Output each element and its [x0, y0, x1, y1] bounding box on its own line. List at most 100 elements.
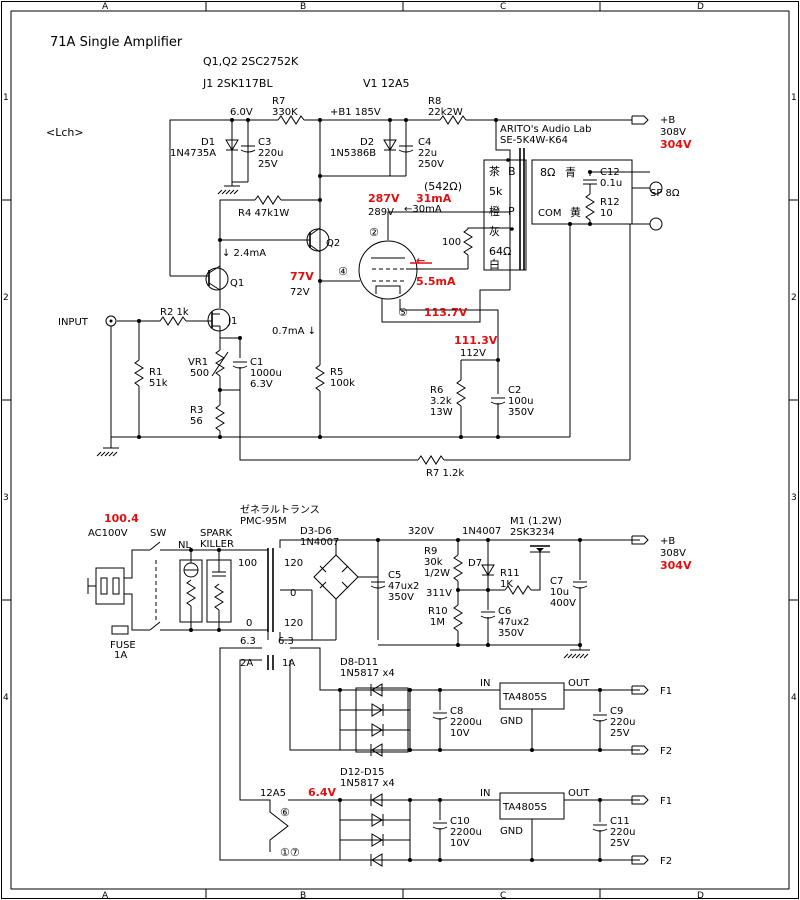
label-6v: 6.0V	[230, 107, 253, 118]
label-pin-6: ⑥	[280, 806, 290, 819]
label-r1: R1	[149, 367, 162, 378]
label-r3-value: 56	[190, 416, 203, 427]
channel-label: <Lch>	[46, 126, 84, 139]
row-label-1-right: 1	[791, 93, 797, 103]
row-label-3-right: 3	[791, 493, 797, 503]
label-c12-value: 0.1u	[600, 178, 622, 189]
label-m1: M1 (1.2W)	[510, 516, 562, 527]
label-d2: D2	[360, 137, 374, 148]
label-c6-volt: 350V	[498, 628, 524, 639]
label-c4-cap: 22u	[418, 148, 437, 159]
label-c7: C7	[550, 576, 563, 587]
label-77v: 77V	[290, 270, 314, 283]
label-308v-psu: 308V	[660, 548, 686, 559]
label-r1-value: 51k	[149, 378, 168, 389]
row-label-2: 2	[3, 293, 9, 303]
jfet-note: J1 2SK117BL	[202, 77, 273, 90]
label-pin-4: ④	[338, 265, 348, 278]
label-opt-5k: 5k	[489, 185, 503, 198]
label-reg1-gnd: GND	[500, 716, 523, 727]
label-c12: C12	[600, 167, 620, 178]
label-speaker: SP 8Ω	[650, 188, 680, 199]
row-label-1: 1	[3, 93, 9, 103]
label-c2: C2	[508, 385, 521, 396]
label-f1-bottom: F1	[660, 796, 672, 807]
label-r8-value: 22k2W	[428, 107, 463, 118]
label-c2-cap: 100u	[508, 396, 533, 407]
label-r7-feedback: R7 1.2k	[426, 468, 464, 479]
label-d12-d15: D12-D15	[340, 767, 384, 778]
label-c11: C11	[610, 816, 630, 827]
label-r2: R2 1k	[160, 307, 189, 318]
label-542-ohm: (542Ω)	[424, 180, 462, 193]
row-label-4: 4	[3, 693, 9, 703]
label-289v: 289V	[368, 207, 394, 218]
label-screen-100: 100	[442, 237, 461, 248]
label-transformer-model: PMC-95M	[240, 516, 287, 527]
label-c8-cap: 2200u	[450, 717, 482, 728]
label-d8-d11: D8-D11	[340, 657, 378, 668]
label-c9-volt: 25V	[610, 728, 630, 739]
row-label-3: 3	[3, 493, 9, 503]
label-plus-b-top: +B	[660, 115, 675, 126]
label-c7-cap: 10u	[550, 587, 569, 598]
label-opt-model: SE-5K4W-K64	[500, 135, 568, 146]
label-sw: SW	[150, 528, 166, 539]
label-heater-6-3-left: 6.3	[240, 636, 256, 647]
label-r10: R10	[428, 606, 448, 617]
label-q1: Q1	[230, 278, 244, 289]
label-c10-cap: 2200u	[450, 827, 482, 838]
label-c5: C5	[388, 570, 401, 581]
label-c4: C4	[418, 137, 431, 148]
label-c1-cap: 1000u	[250, 368, 282, 379]
label-heater-1a: 1A	[282, 658, 295, 669]
label-c9: C9	[610, 706, 623, 717]
label-fuse: FUSE	[110, 640, 136, 651]
row-label-2-right: 2	[791, 293, 797, 303]
label-secondary-120-bottom: 120	[284, 618, 303, 629]
label-opt-maker: ARITO's Audio Lab	[500, 124, 592, 135]
col-label-d-bottom: D	[697, 891, 704, 900]
label-vr1-value: 500	[190, 368, 209, 379]
label-heater-6-3-right: 6.3	[278, 636, 294, 647]
label-d8-d11-value: 1N5817 x4	[340, 668, 395, 679]
label-c9-cap: 220u	[610, 717, 635, 728]
label-f2-bottom: F2	[660, 856, 672, 867]
label-red-arrow: ←	[416, 254, 425, 267]
label-spark: SPARK	[200, 528, 233, 539]
label-c3-volt: 25V	[258, 159, 278, 170]
label-q2: Q2	[326, 238, 340, 249]
label-c5-volt: 350V	[388, 592, 414, 603]
label-r9-watt: 1/2W	[424, 568, 450, 579]
label-reg2: TA4805S	[502, 802, 547, 813]
label-transformer-maker: ゼネラルトランス	[240, 504, 320, 516]
label-heater-2a: 2A	[240, 658, 253, 669]
label-c10: C10	[450, 816, 470, 827]
label-c8: C8	[450, 706, 463, 717]
label-c8-volt: 10V	[450, 728, 470, 739]
label-r12-value: 10	[600, 208, 613, 219]
label-primary-100: 100	[238, 558, 257, 569]
label-308v-top: 308V	[660, 127, 686, 138]
label-j1: J1	[227, 316, 237, 327]
label-d7: D7	[468, 558, 482, 569]
label-vr1: VR1	[188, 357, 208, 368]
label-sec-com: COM	[538, 208, 561, 219]
label-r6: R6	[430, 385, 443, 396]
col-label-b-bottom: B	[300, 891, 306, 900]
amplifier-wiring	[96, 115, 663, 465]
label-r7-top: R7	[272, 96, 285, 107]
label-0-7ma: 0.7mA ↓	[272, 326, 316, 337]
label-opt-64-ohm: 64Ω	[489, 245, 511, 258]
label-c3: C3	[258, 137, 271, 148]
power-supply-wiring	[87, 535, 649, 867]
label-reg1-out: OUT	[568, 678, 590, 689]
label-100-4: 100.4	[104, 512, 139, 525]
label-d3-d6: D3-D6	[300, 526, 332, 537]
label-c1-volt: 6.3V	[250, 379, 273, 390]
col-label-a-bottom: A	[102, 891, 109, 900]
label-m1-value: 2SK3234	[510, 527, 555, 538]
label-r5-value: 100k	[330, 378, 355, 389]
label-opt-b: B	[508, 165, 516, 178]
